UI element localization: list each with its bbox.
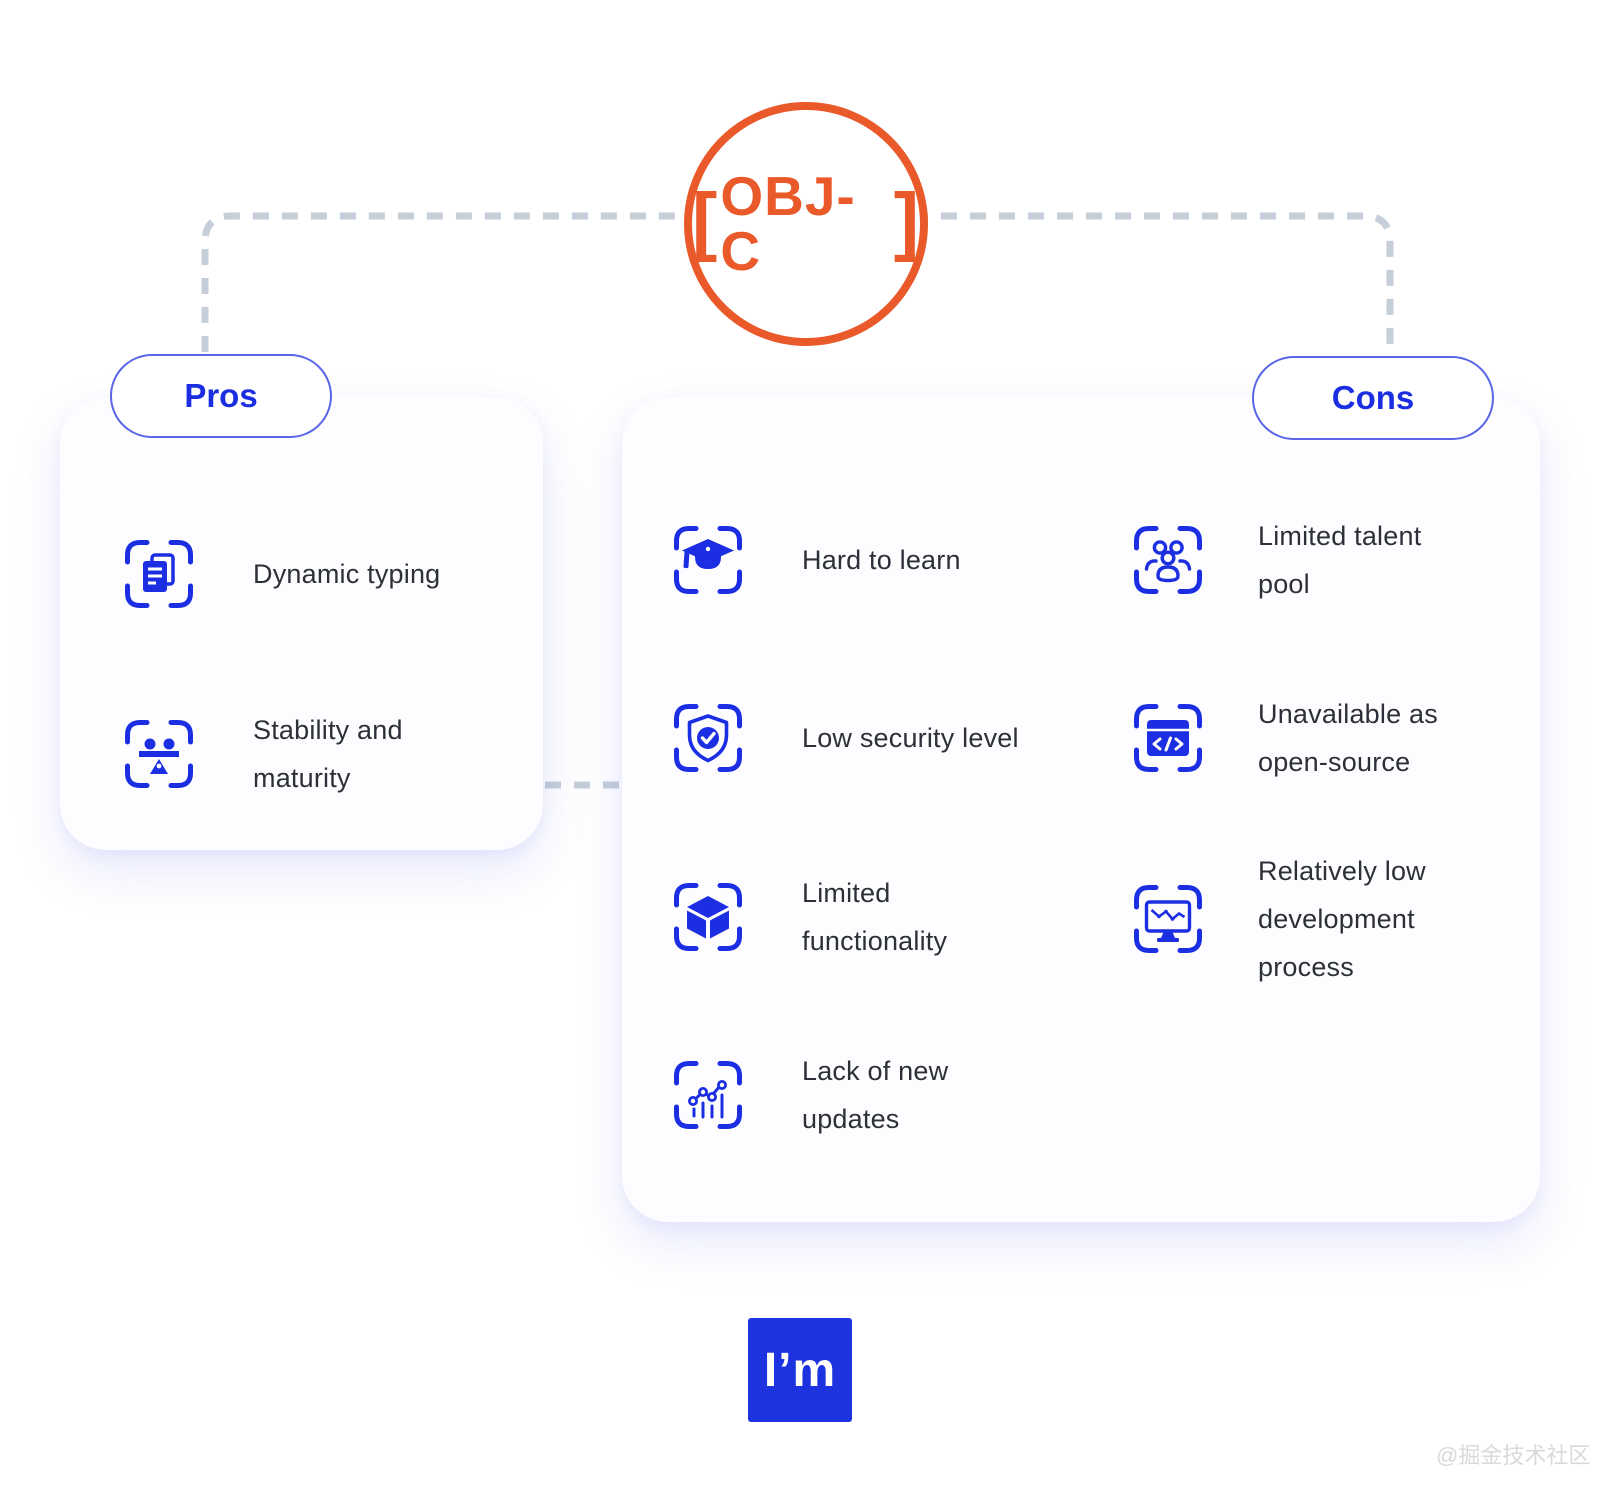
cube-icon [672,881,744,953]
pros-pill: Pros [110,354,332,438]
pros-item-label: Stability and maturity [253,715,403,793]
cons-item-label: Low security level [802,723,1019,753]
pros-item-stability: Stability and maturity [123,706,477,802]
cons-card [622,397,1540,1222]
line-chart-icon [672,1059,744,1131]
cons-item-label: Hard to learn [802,545,961,575]
cons-item-low-security: Low security level [672,702,1037,774]
objc-node: [ OBJ-C ] [684,102,928,346]
people-group-icon [1132,524,1204,596]
cons-item-label: Relatively low development process [1258,856,1426,982]
code-window-icon [1132,702,1204,774]
monitor-chart-icon [1132,883,1204,955]
cons-title: Cons [1331,379,1415,416]
im-logo-text: I’m [763,1343,837,1397]
balance-scale-icon [123,718,195,790]
pros-item-dynamic-typing: Dynamic typing [123,538,477,610]
bracket-right: ] [893,178,920,263]
cons-pill: Cons [1252,356,1494,440]
pros-title: Pros [184,377,258,414]
cons-item-limited-functionality: Limited functionality [672,869,1037,965]
connector-right [912,212,1394,352]
bracket-left: [ [692,178,719,263]
graduation-cap-icon [672,524,744,596]
pros-item-label: Dynamic typing [253,559,441,589]
cons-item-not-open-source: Unavailable as open-source [1132,690,1458,786]
objc-title: [ OBJ-C ] [692,169,920,279]
cons-item-label: Limited talent pool [1258,521,1422,599]
connector-left [201,212,684,352]
cons-item-lack-of-updates: Lack of new updates [672,1047,1037,1143]
cons-item-label: Lack of new updates [802,1056,949,1134]
cons-item-label: Unavailable as open-source [1258,699,1438,777]
watermark: @掘金技术社区 [1436,1443,1591,1468]
shield-check-icon [672,702,744,774]
document-icon [123,538,195,610]
im-logo: I’m [748,1318,852,1422]
objc-label: OBJ-C [720,165,856,282]
pros-card [60,397,543,850]
cons-item-slow-development: Relatively low development process [1132,847,1458,991]
cons-item-limited-talent: Limited talent pool [1132,512,1458,608]
cons-item-label: Limited functionality [802,878,948,956]
cons-item-hard-to-learn: Hard to learn [672,524,1037,596]
